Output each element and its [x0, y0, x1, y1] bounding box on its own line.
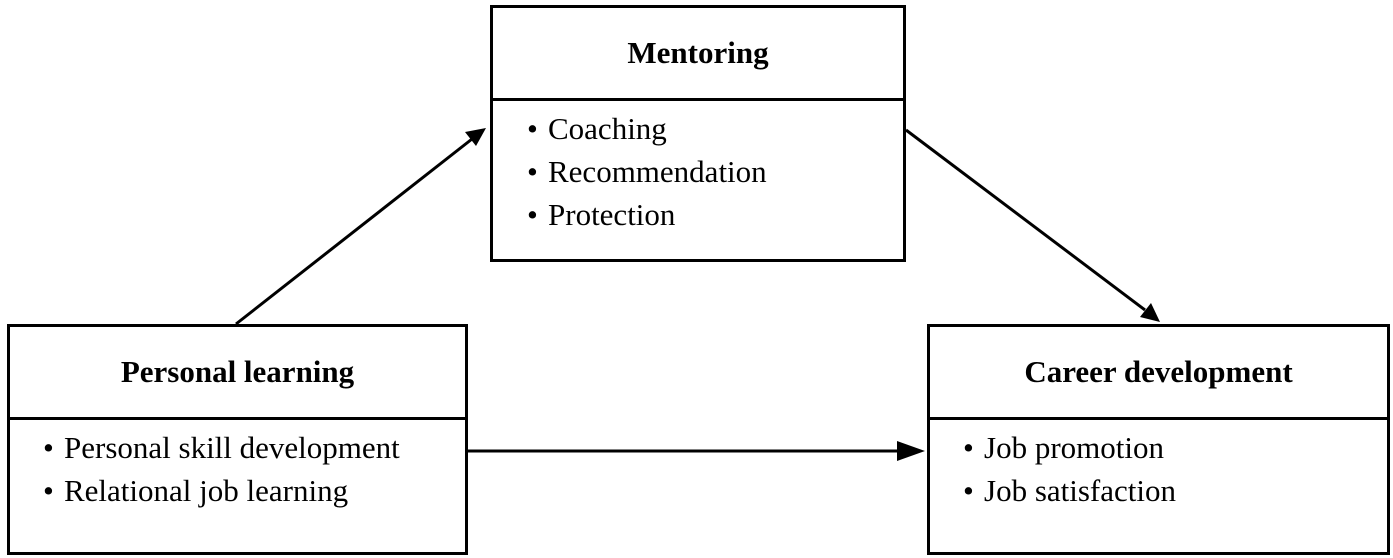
career-development-box: Career development Job promotion Job sat… [927, 324, 1390, 555]
list-item: Coaching [527, 107, 903, 150]
personal-learning-items: Personal skill development Relational jo… [10, 420, 465, 512]
mentoring-title: Mentoring [493, 8, 903, 101]
list-item: Recommendation [527, 150, 903, 193]
list-item: Job promotion [963, 426, 1387, 469]
arrow-mentoring-to-career [905, 128, 1160, 322]
career-development-items: Job promotion Job satisfaction [930, 420, 1387, 512]
arrow-personal-to-mentoring [235, 128, 486, 326]
personal-learning-title: Personal learning [10, 327, 465, 420]
list-item: Personal skill development [43, 426, 465, 469]
arrow-personal-to-career [468, 441, 925, 461]
list-item: Job satisfaction [963, 469, 1387, 512]
list-item: Relational job learning [43, 469, 465, 512]
mentoring-items: Coaching Recommendation Protection [493, 101, 903, 236]
career-development-title: Career development [930, 327, 1387, 420]
personal-learning-box: Personal learning Personal skill develop… [7, 324, 468, 555]
list-item: Protection [527, 193, 903, 236]
mentoring-box: Mentoring Coaching Recommendation Protec… [490, 5, 906, 262]
